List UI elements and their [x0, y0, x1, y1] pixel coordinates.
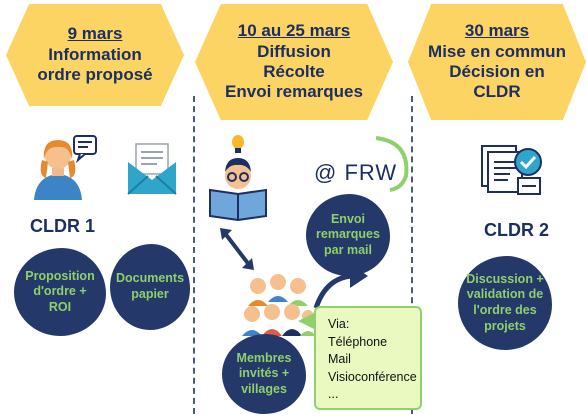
- contact-note: Via: Téléphone Mail Visioconférence ...: [314, 306, 422, 410]
- note-line: ...: [328, 387, 339, 401]
- double-arrow-icon: [220, 228, 254, 270]
- bubble-line: d'ordre +: [33, 284, 87, 299]
- step-line: Décision en: [449, 62, 545, 81]
- step-hexagon-1: 9 mars Information ordre proposé: [6, 4, 184, 106]
- envelope-icon: [127, 143, 177, 195]
- bubble-discussion: Discussion + validation de l'ordre des p…: [458, 256, 552, 350]
- step-line: Envoi remarques: [225, 82, 363, 102]
- bubble-line: Membres: [236, 350, 292, 365]
- bubble-line: remarques: [316, 227, 380, 242]
- frw-arc-icon: [375, 136, 409, 192]
- note-tail: [298, 312, 316, 330]
- step-line: Récolte: [263, 62, 325, 81]
- document-check-icon: [481, 145, 542, 195]
- step-date: 9 mars: [67, 24, 123, 44]
- bubble-line: validation de: [466, 287, 544, 302]
- cldr2-label: CLDR 2: [484, 220, 550, 240]
- cldr1-label: CLDR 1: [30, 216, 96, 236]
- bubble-line: projets: [484, 318, 526, 333]
- people-group-icon: [242, 274, 316, 336]
- bubble-membres: Membres invités + villages: [222, 334, 306, 414]
- step-line: Information: [48, 44, 142, 64]
- step-line: CLDR: [473, 82, 521, 102]
- note-line: Téléphone: [328, 334, 388, 349]
- bubble-envoi-remarques: Envoi remarques par mail: [306, 194, 390, 276]
- bubble-line: Envoi: [330, 211, 366, 226]
- bubble-line: Discussion +: [466, 271, 544, 286]
- bubble-line: l'ordre des: [473, 303, 537, 317]
- bubble-line: villages: [241, 381, 287, 396]
- bubble-documents: Documents papier: [110, 244, 190, 330]
- bubble-proposition: Proposition d'ordre + ROI: [14, 248, 106, 336]
- bubble-line: par mail: [324, 242, 372, 257]
- bubble-line: Documents: [115, 271, 185, 286]
- bubble-line: ROI: [48, 299, 72, 314]
- step-line: Mise en commun: [428, 41, 566, 61]
- bubble-line: Proposition: [25, 268, 95, 283]
- note-line: Via:: [328, 317, 350, 331]
- frw-logo: @ FRW: [314, 160, 398, 185]
- step-date: 10 au 25 mars: [237, 21, 351, 41]
- note-line: Mail: [328, 352, 351, 366]
- note-line: Visioconférence: [328, 369, 417, 384]
- bubble-line: papier: [131, 287, 169, 301]
- step-line: ordre proposé: [37, 65, 153, 85]
- divider-left: [193, 96, 195, 414]
- step-line: Diffusion: [257, 41, 331, 61]
- step-date: 30 mars: [464, 21, 530, 41]
- bubble-line: invités +: [238, 366, 290, 381]
- step-hexagon-3: 30 mars Mise en commun Décision en CLDR: [408, 4, 586, 120]
- woman-speech-icon: [34, 135, 97, 200]
- divider-right: [411, 96, 413, 414]
- step-hexagon-2: 10 au 25 mars Diffusion Récolte Envoi re…: [195, 4, 393, 120]
- man-reading-icon: [209, 135, 267, 222]
